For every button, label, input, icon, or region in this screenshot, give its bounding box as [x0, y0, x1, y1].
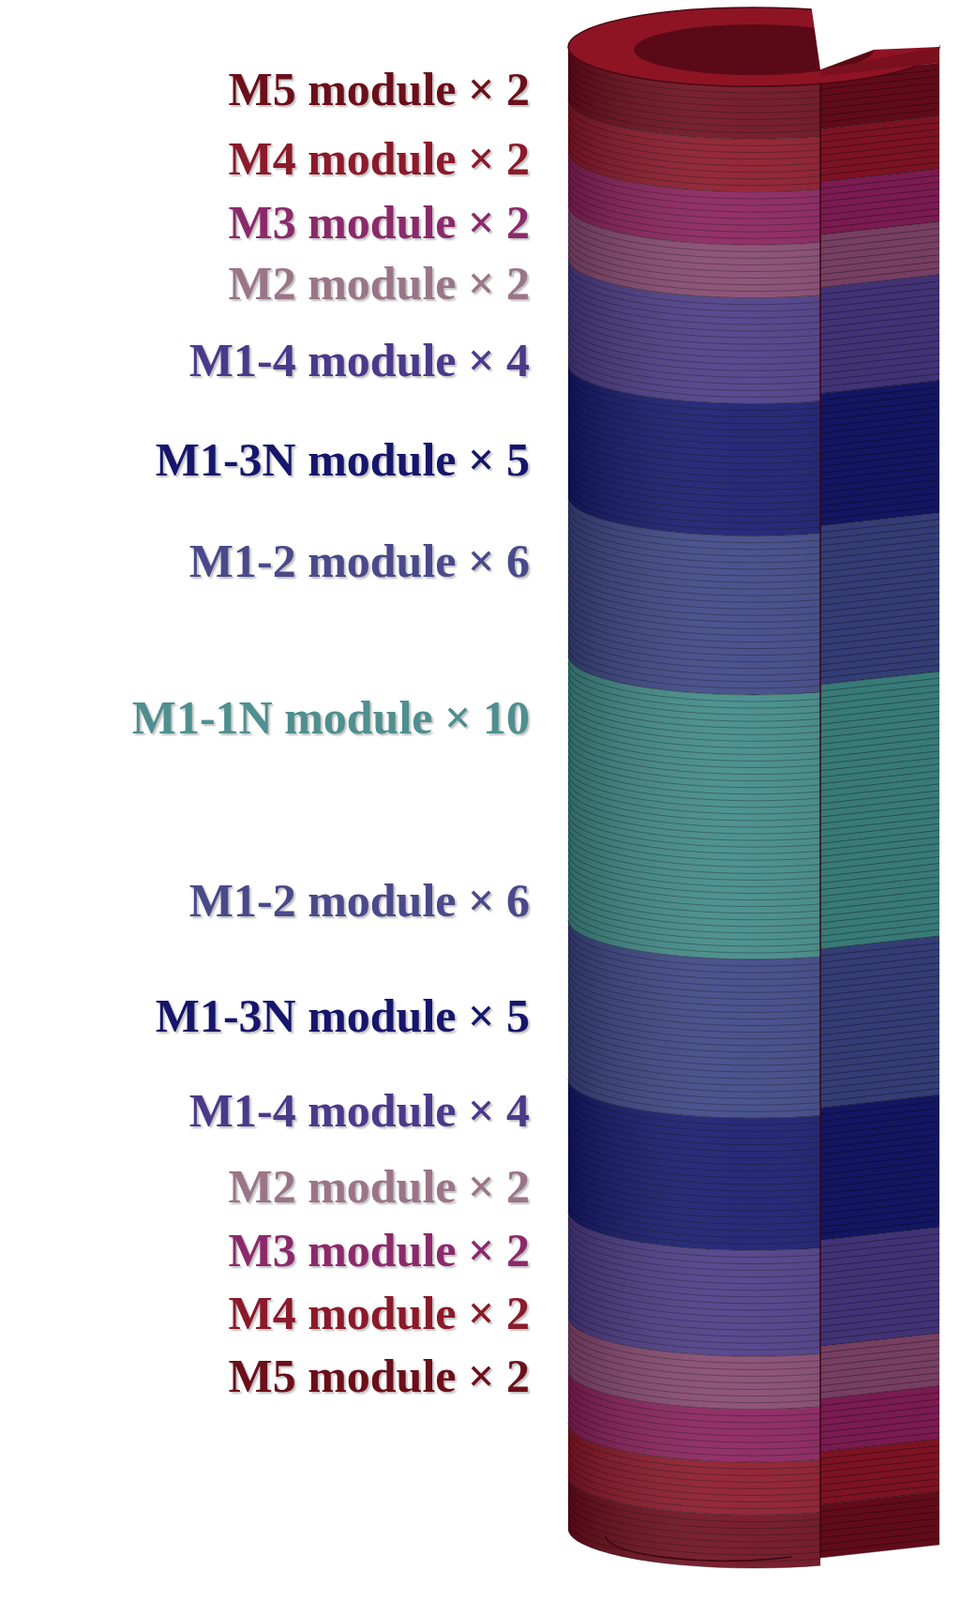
module-label: M5 module × 2 — [227, 1350, 530, 1402]
module-label: M3 module × 2 — [227, 1224, 530, 1277]
module-label: M1-1N module × 10 — [132, 691, 530, 744]
top-ring — [568, 3, 940, 87]
cut-band — [820, 380, 940, 526]
cut-band — [820, 274, 940, 394]
module-label: M1-2 module × 6 — [189, 874, 530, 927]
module-label: M2 module × 2 — [227, 257, 530, 310]
cut-band — [820, 935, 940, 1108]
module-label: M2 module × 2 — [227, 1160, 530, 1213]
module-label: M1-3N module × 5 — [155, 434, 530, 486]
module-label: M4 module × 2 — [227, 133, 530, 185]
module-label: M5 module × 2 — [227, 63, 530, 116]
cylinder-front — [568, 46, 821, 1568]
cut-band — [820, 1227, 940, 1347]
cut-band — [820, 671, 940, 949]
cut-band — [820, 512, 940, 685]
cut-face — [820, 62, 940, 1558]
module-label: M1-4 module × 4 — [189, 1084, 530, 1137]
module-label: M1-3N module × 5 — [155, 990, 530, 1042]
module-label: M3 module × 2 — [227, 196, 530, 249]
cut-band — [820, 1491, 940, 1558]
module-label: M4 module × 2 — [227, 1287, 530, 1339]
cut-band — [820, 1094, 940, 1240]
module-label: M1-2 module × 6 — [189, 535, 530, 587]
module-label: M1-4 module × 4 — [189, 334, 530, 387]
